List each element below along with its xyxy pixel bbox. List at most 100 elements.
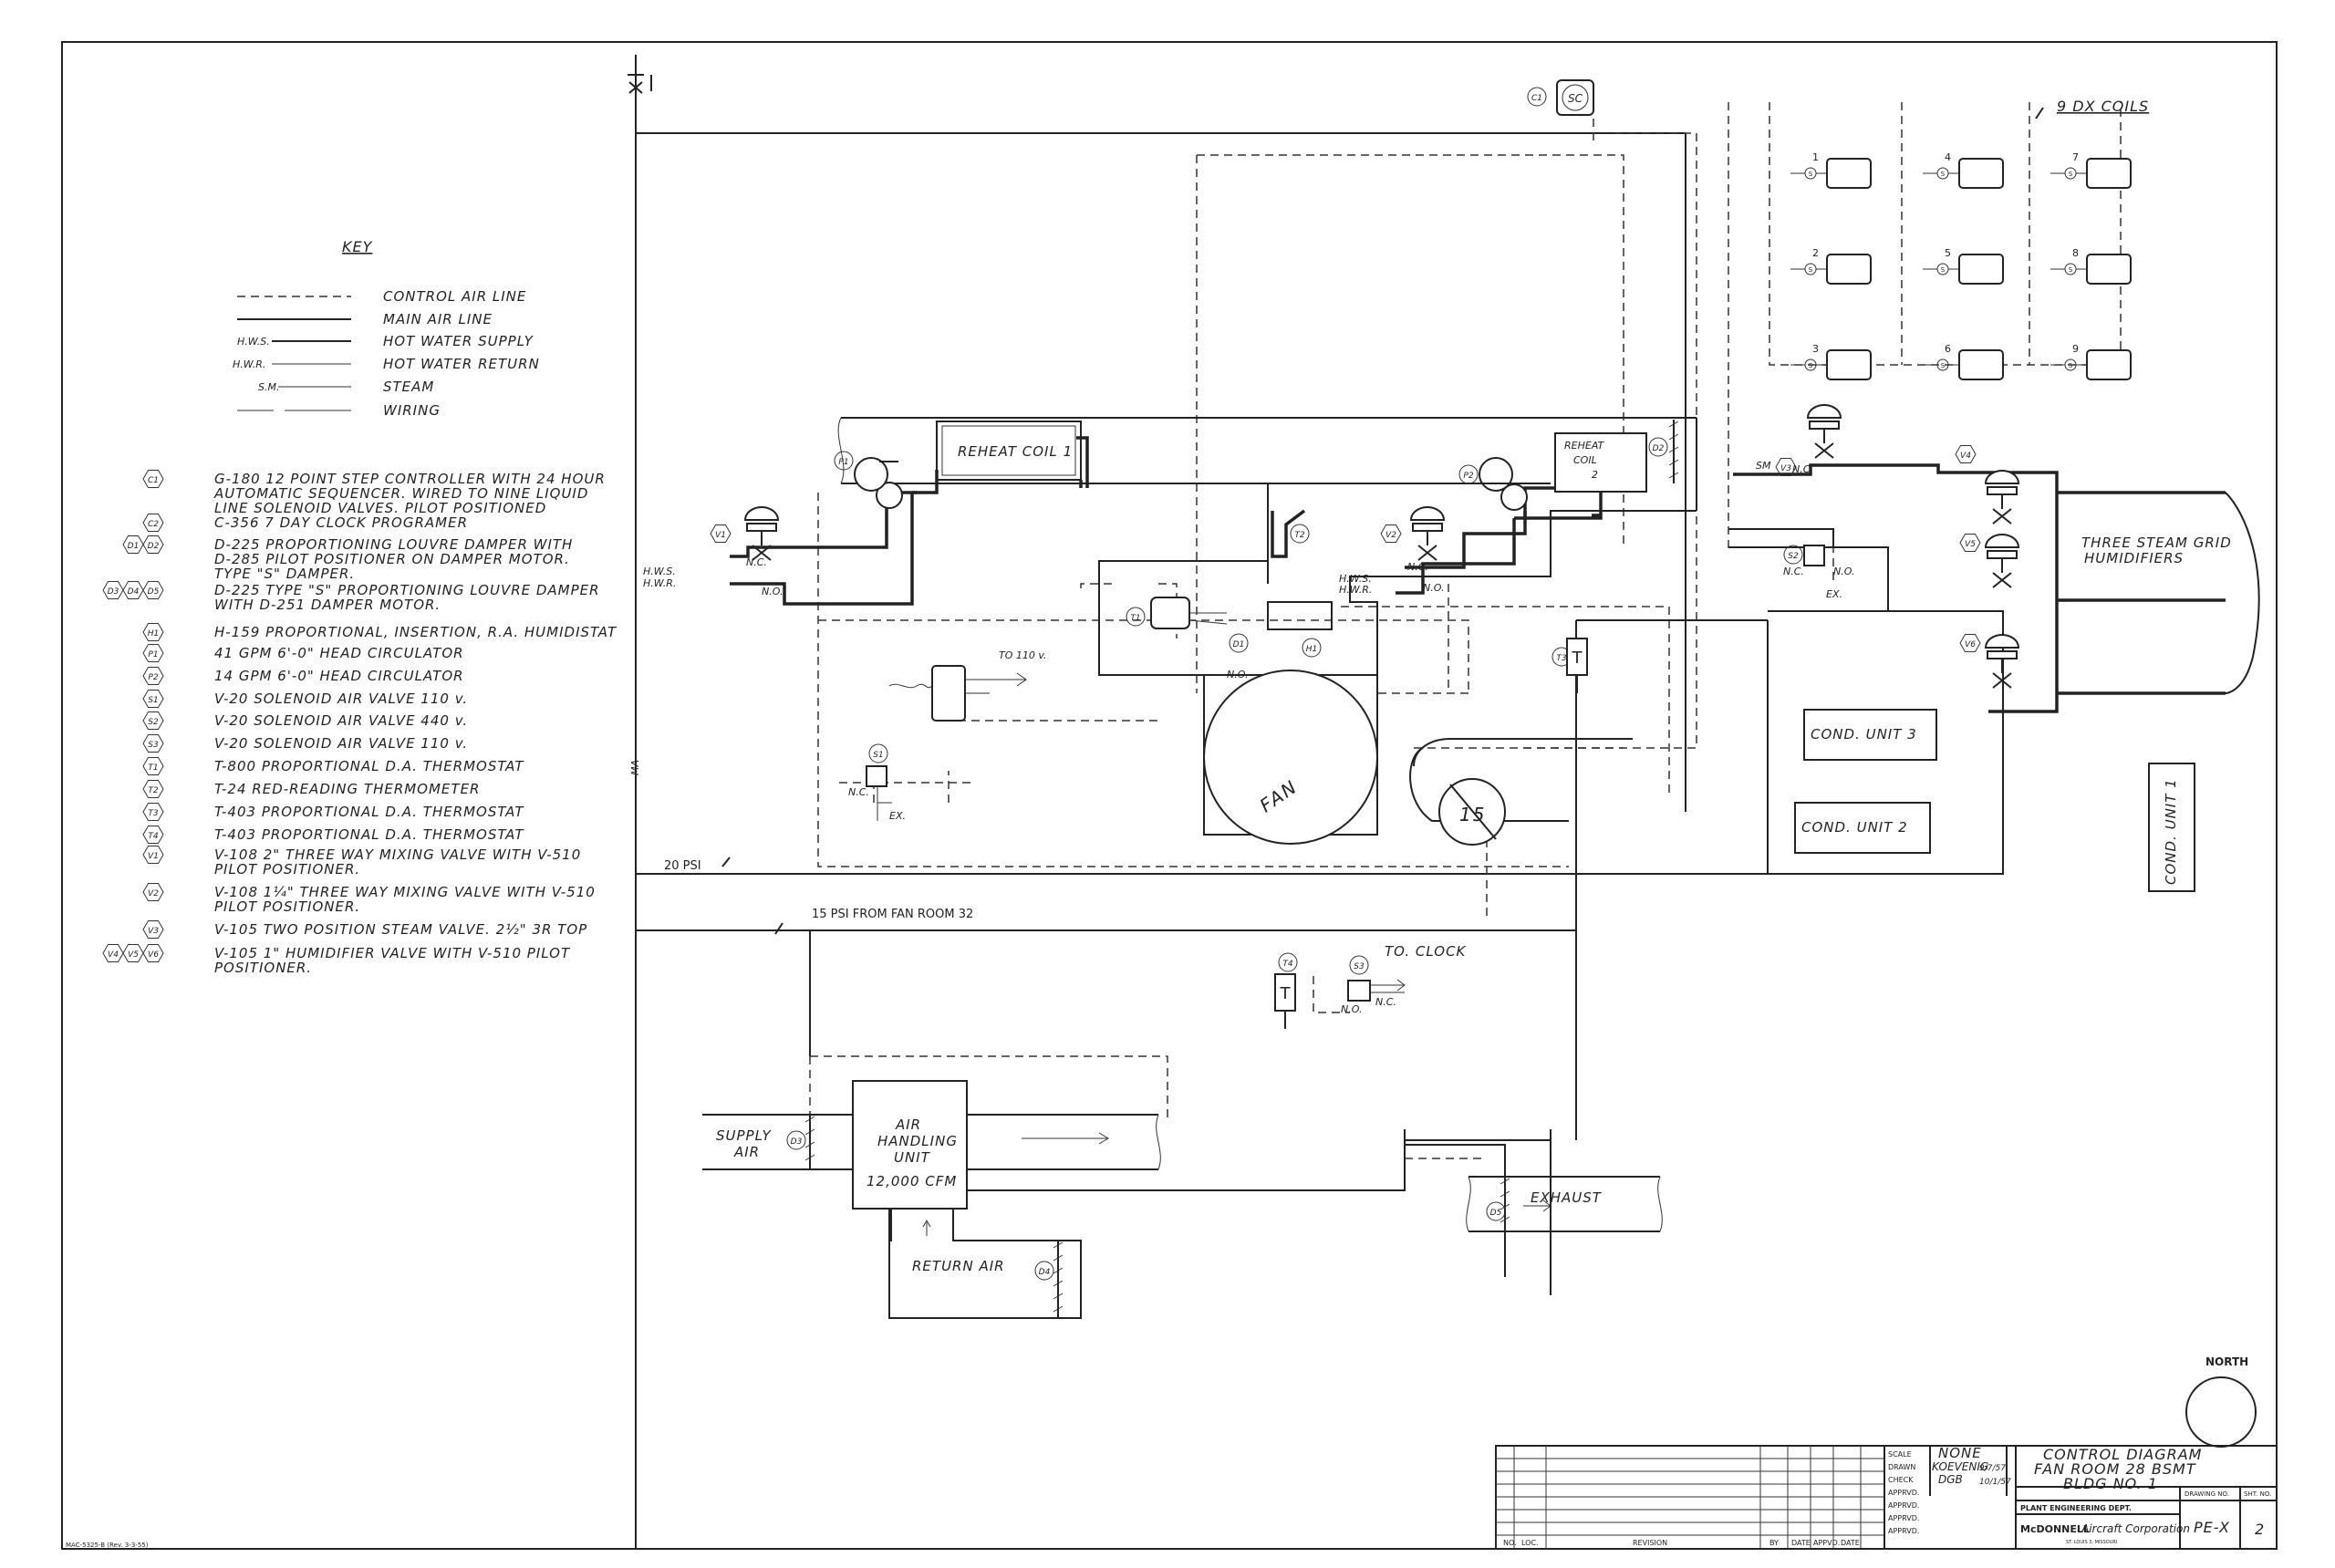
damper-d5-tag: D5 [1486, 1201, 1506, 1221]
svg-text:V4: V4 [108, 950, 119, 960]
damper-d2-tag: D2 [1648, 437, 1668, 457]
legend-wiring: WIRING [383, 402, 441, 419]
svg-text:S: S [1941, 266, 1946, 274]
key-item: C2 C-356 7 DAY CLOCK PROGRAMER [142, 514, 468, 532]
key-item-text: C-356 7 DAY CLOCK PROGRAMER [214, 514, 468, 531]
svg-text:S1: S1 [148, 696, 158, 705]
svg-text:P1: P1 [148, 650, 158, 659]
key-tag: V1 [142, 846, 164, 864]
svg-text:2: 2 [2255, 1521, 2265, 1538]
svg-text:T4: T4 [1282, 960, 1292, 969]
svg-text:TO. CLOCK: TO. CLOCK [1385, 943, 1467, 960]
no-label-v2: N.O. [1423, 582, 1444, 594]
key-item-text: D-225 PROPORTIONING LOUVRE DAMPER WITH [214, 536, 573, 553]
svg-text:C1: C1 [148, 476, 159, 485]
svg-text:9 DX COILS: 9 DX COILS [2057, 98, 2149, 115]
svg-text:S1: S1 [873, 751, 883, 760]
svg-text:2: 2 [1592, 469, 1598, 481]
key-tag: T4 [142, 826, 164, 844]
damper-d2 [1668, 420, 1679, 483]
nc-label-v2: N.C. [1407, 561, 1428, 573]
svg-text:T: T [1280, 984, 1292, 1003]
svg-text:C1: C1 [1531, 94, 1542, 103]
svg-text:KOEVENIG: KOEVENIG [1932, 1460, 1988, 1473]
key-tag: S1 [142, 690, 164, 708]
svg-text:SCALE: SCALE [1888, 1450, 1912, 1459]
thermostat-t1 [1150, 597, 1228, 629]
key-tag: D2 [142, 535, 164, 554]
clock-c2: TO 110 v. [888, 649, 1046, 722]
key-items: C1 G-180 12 POINT STEP CONTROLLER WITH 24… [102, 470, 617, 976]
svg-text:12,000 CFM: 12,000 CFM [867, 1173, 957, 1189]
svg-text:S3: S3 [1354, 962, 1365, 971]
hwr-label-1: H.W.R. [643, 577, 676, 589]
svg-text:V1: V1 [715, 531, 726, 540]
key-tag: C2 [142, 514, 164, 532]
svg-text:T1: T1 [1130, 614, 1140, 623]
svg-text:CONTROL DIAGRAM: CONTROL DIAGRAM [2043, 1446, 2202, 1463]
svg-text:10/1/57: 10/1/57 [1979, 1478, 2011, 1487]
sheet-border [61, 41, 2278, 1550]
svg-text:PLANT ENGINEERING DEPT.: PLANT ENGINEERING DEPT. [2020, 1504, 2132, 1512]
key-tag: P1 [142, 644, 164, 662]
svg-text:COND. UNIT 2: COND. UNIT 2 [1801, 819, 1908, 836]
key-item-text: V-20 SOLENOID AIR VALVE 440 v. [214, 712, 468, 729]
svg-text:D2: D2 [1653, 444, 1665, 453]
svg-text:C2: C2 [148, 520, 159, 529]
key-item-text: 14 GPM 6'-0" HEAD CIRCULATOR [214, 668, 464, 684]
svg-text:FAN ROOM 28 BSMT: FAN ROOM 28 BSMT [2034, 1460, 2196, 1478]
damper-d3 [804, 1115, 815, 1169]
key-item-text: H-159 PROPORTIONAL, INSERTION, R.A. HUMI… [214, 624, 617, 640]
key-tag: V6 [142, 944, 164, 962]
svg-text:3: 3 [1812, 343, 1819, 355]
key-item-text: V-108 1¼" THREE WAY MIXING VALVE WITH V-… [214, 884, 596, 900]
legend-hws: HOT WATER SUPPLY [383, 333, 534, 349]
damper-d3-tag: D3 [786, 1130, 806, 1150]
svg-text:D4: D4 [1039, 1268, 1051, 1277]
svg-text:THREE STEAM GRID: THREE STEAM GRID [2081, 535, 2232, 551]
svg-text:D3: D3 [108, 587, 119, 597]
revision-header: DATE [1841, 1539, 1860, 1547]
svg-text:REHEAT COIL 1: REHEAT COIL 1 [958, 443, 1073, 460]
svg-text:H1: H1 [1306, 645, 1318, 654]
svg-text:H.W.R.: H.W.R. [233, 358, 265, 370]
dx-coil: S1 [1790, 151, 1872, 189]
valve-v4: V4 [1955, 445, 2020, 524]
key-item-text: LINE SOLENOID VALVES. PILOT POSITIONED [214, 500, 546, 516]
key-item-text: G-180 12 POINT STEP CONTROLLER WITH 24 H… [214, 471, 606, 487]
svg-text:COND. UNIT 3: COND. UNIT 3 [1811, 726, 1917, 742]
svg-text:S: S [1941, 171, 1946, 178]
svg-text:Aircraft Corporation: Aircraft Corporation [2081, 1522, 2190, 1535]
hws-label-2: H.W.S. [1339, 573, 1372, 585]
key-item-text: V-105 TWO POSITION STEAM VALVE. 2½" 3R T… [214, 921, 587, 938]
svg-text:V4: V4 [1960, 452, 1971, 461]
svg-text:NONE: NONE [1938, 1445, 1982, 1461]
hws-label-1: H.W.S. [643, 566, 676, 577]
air-handling-section: AIR HANDLING UNIT 12,000 CFM SUPPLY AIR … [702, 930, 1663, 1319]
damper-d5 [1500, 1177, 1510, 1231]
dx-coil: S6 [1923, 343, 2004, 380]
nc-label-v3: N.C. [1792, 463, 1813, 475]
svg-text:V5: V5 [128, 950, 139, 960]
key-tag: P2 [142, 667, 164, 685]
nc-label-s2: N.C. [1783, 566, 1804, 577]
svg-text:N.C.: N.C. [1375, 996, 1396, 1008]
svg-text:ST. LOUIS 3, MISSOURI: ST. LOUIS 3, MISSOURI [2066, 1540, 2117, 1545]
key-item-text: D-225 TYPE "S" PROPORTIONING LOUVRE DAMP… [214, 582, 600, 598]
legend-hwr: HOT WATER RETURN [383, 356, 540, 372]
no-label-s2: N.O. [1833, 566, 1854, 577]
key-tag: T2 [142, 780, 164, 798]
svg-text:4: 4 [1945, 151, 1951, 163]
key-item-text: PILOT POSITIONER. [214, 861, 360, 877]
svg-text:CHECK: CHECK [1888, 1476, 1914, 1484]
svg-text:V3: V3 [148, 927, 159, 936]
key-item-text: T-403 PROPORTIONAL D.A. THERMOSTAT [214, 804, 524, 820]
revision-header: APPVD. [1813, 1539, 1840, 1547]
dx-coil: S9 [2050, 343, 2132, 380]
key-tag: T1 [142, 757, 164, 775]
